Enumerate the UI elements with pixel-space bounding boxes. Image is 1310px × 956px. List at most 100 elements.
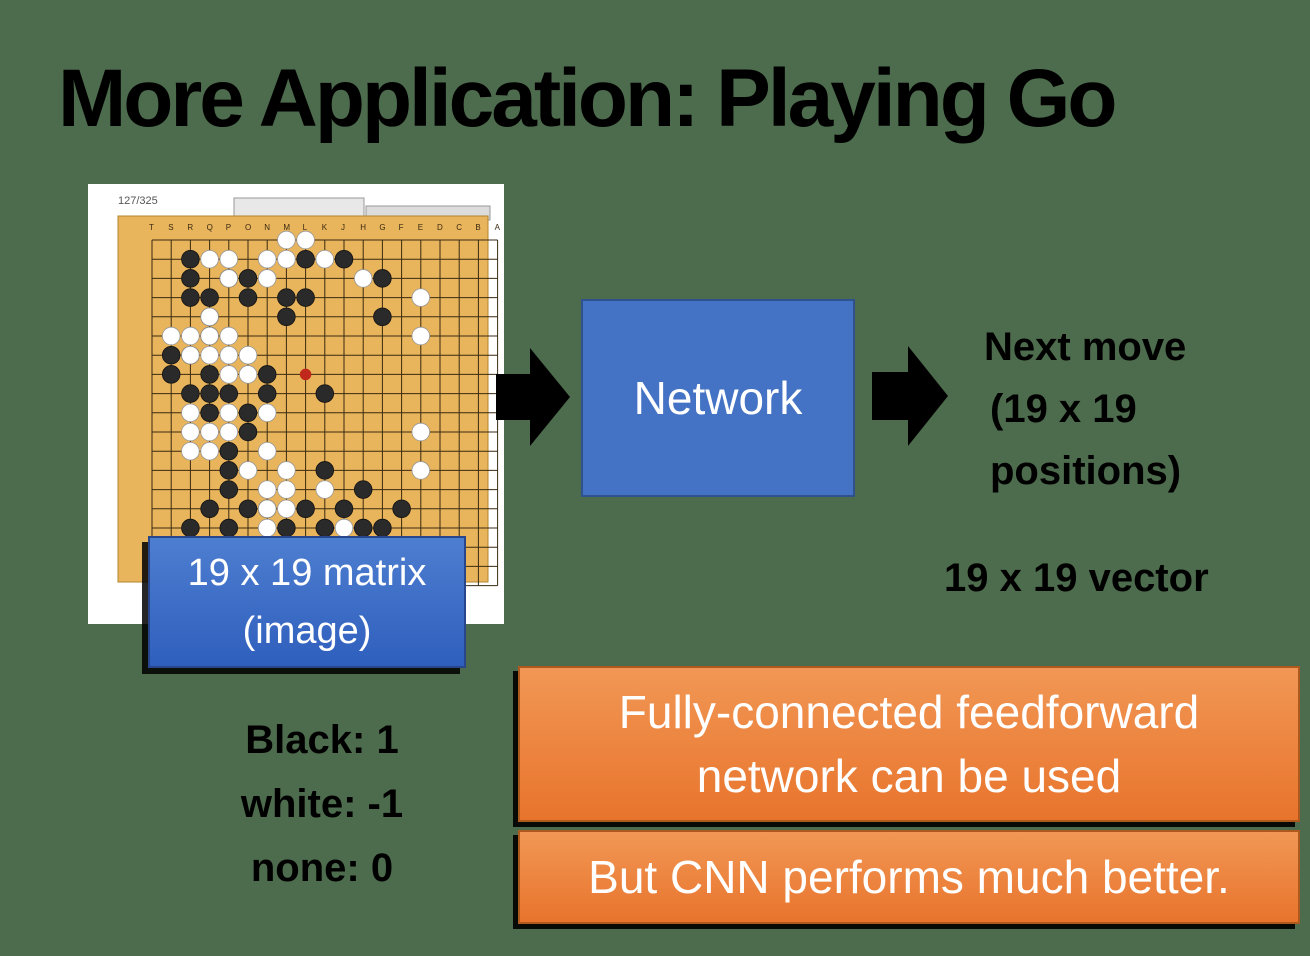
black-stone (238, 499, 258, 519)
white-stone (219, 422, 239, 442)
white-stone (334, 518, 354, 538)
feedforward-callout: Fully-connected feedforward network can … (518, 666, 1300, 822)
black-stone (353, 480, 373, 499)
black-stone (373, 518, 392, 538)
black-stone (181, 249, 200, 269)
black-stone (200, 288, 219, 307)
white-stone (411, 461, 431, 480)
vector-label: 19 x 19 vector (944, 556, 1209, 600)
black-stone (161, 365, 181, 384)
white-stone (277, 499, 296, 519)
white-stone (200, 345, 219, 365)
black-stone (296, 499, 315, 519)
black-stone (181, 288, 200, 307)
column-letter: P (226, 223, 231, 232)
white-stone (315, 480, 335, 499)
white-stone (257, 480, 277, 499)
black-stone (219, 461, 239, 480)
right-arrow-icon (872, 346, 948, 446)
white-stone (257, 403, 277, 423)
white-stone (161, 326, 181, 346)
matrix-caption-line1: 19 x 19 matrix (187, 552, 427, 594)
column-letter: T (149, 223, 154, 232)
column-letter: D (437, 223, 443, 232)
white-stone (200, 249, 219, 269)
black-stone (296, 249, 315, 269)
white-stone (238, 461, 258, 480)
white-stone (257, 518, 277, 538)
black-stone (277, 288, 296, 307)
column-letter: O (245, 223, 251, 232)
white-stone (200, 326, 219, 346)
white-stone (257, 441, 277, 461)
white-stone (315, 249, 335, 269)
column-letter: A (495, 223, 501, 232)
white-stone (181, 422, 200, 442)
column-letter: F (399, 223, 404, 232)
white-stone (219, 269, 239, 288)
black-stone (277, 518, 296, 538)
black-stone (219, 518, 239, 538)
black-stone (334, 499, 354, 519)
white-stone (200, 422, 219, 442)
column-letter: G (379, 223, 385, 232)
white-stone (238, 365, 258, 384)
matrix-caption-line2: (image) (242, 610, 372, 652)
white-stone (238, 345, 258, 365)
encoding-black: Black: 1 (245, 718, 399, 762)
black-stone (200, 499, 219, 519)
network-box: Network (581, 299, 855, 497)
white-stone (411, 288, 431, 307)
column-letter: R (187, 223, 193, 232)
black-stone (181, 269, 200, 288)
white-stone (257, 249, 277, 269)
black-stone (219, 441, 239, 461)
white-stone (277, 480, 296, 499)
white-stone (219, 403, 239, 423)
column-letter: L (303, 223, 308, 232)
column-letter: C (456, 223, 462, 232)
board-toolbar (233, 197, 365, 217)
next-move-line3: positions) (990, 449, 1182, 493)
column-letter: N (264, 223, 270, 232)
black-stone (200, 384, 219, 403)
white-stone (411, 422, 431, 442)
black-stone (392, 499, 411, 519)
column-letter: M (283, 223, 290, 232)
next-move-line1: Next move (984, 325, 1187, 369)
next-move-label: Next move (19 x 19 positions) (984, 316, 1186, 502)
black-stone (315, 518, 335, 538)
white-stone (181, 345, 200, 365)
white-stone (257, 499, 277, 519)
black-stone (181, 518, 200, 538)
black-stone (315, 461, 335, 480)
black-stone (257, 365, 277, 384)
column-letter: K (322, 223, 328, 232)
feedforward-line1: Fully-connected feedforward (618, 686, 1200, 738)
black-stone (200, 365, 219, 384)
next-move-line2: (19 x 19 (990, 387, 1137, 431)
column-letter: B (475, 223, 480, 232)
stone-encoding: Black: 1 white: -1 none: 0 (222, 708, 422, 900)
feedforward-line2: network can be used (696, 750, 1122, 802)
last-move-marker (299, 368, 312, 381)
black-stone (219, 480, 239, 499)
black-stone (238, 288, 258, 307)
right-arrow-icon (496, 348, 570, 446)
white-stone (411, 326, 431, 346)
black-stone (200, 403, 219, 423)
white-stone (181, 403, 200, 423)
white-stone (200, 307, 219, 327)
black-stone (219, 384, 239, 403)
column-letter: S (168, 223, 173, 232)
black-stone (373, 269, 392, 288)
black-stone (238, 269, 258, 288)
black-stone (238, 403, 258, 423)
encoding-white: white: -1 (240, 782, 404, 826)
column-letter: E (418, 223, 423, 232)
black-stone (181, 384, 200, 403)
white-stone (181, 326, 200, 346)
